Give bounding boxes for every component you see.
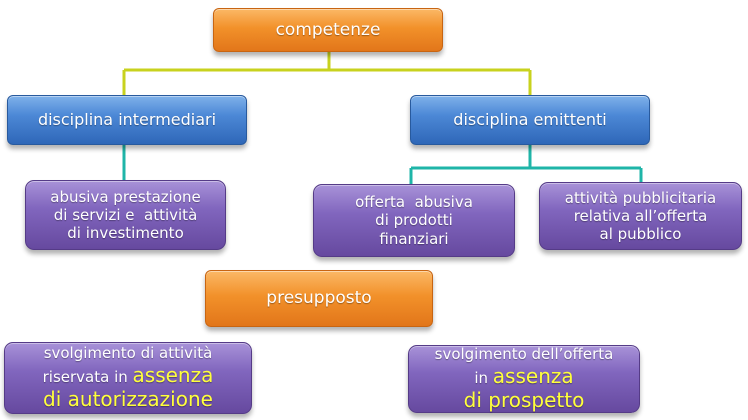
presupposto-box: presupposto — [205, 270, 433, 327]
abusiva-prestazione-line3: di investimento — [67, 224, 184, 243]
abusiva-prestazione-line1: abusiva prestazione — [50, 187, 201, 206]
svolgimento-offerta-line2-highlight: assenza — [492, 363, 574, 388]
attivita-pubblicitaria-line3: al pubblico — [599, 225, 682, 244]
attivita-pubblicitaria-line2: relativa all’offerta — [573, 206, 708, 225]
abusiva-prestazione-box: abusiva prestazione di servizi e attivit… — [25, 180, 226, 250]
svolgimento-attivita-box: svolgimento di attività riservata in ass… — [4, 342, 252, 414]
svolgimento-attivita-line1: svolgimento di attività — [43, 344, 213, 363]
offerta-abusiva-line3: finanziari — [379, 229, 449, 248]
svolgimento-attivita-line3-highlight: di autorizzazione — [43, 387, 213, 412]
svolgimento-offerta-line3-highlight: di prospetto — [463, 388, 585, 413]
abusiva-prestazione-line2: di servizi e attività — [53, 205, 198, 224]
svolgimento-offerta-box: svolgimento dell’offerta in assenza di p… — [408, 345, 640, 413]
attivita-pubblicitaria-line1: attività pubblicitaria — [564, 188, 717, 207]
attivita-pubblicitaria-box: attività pubblicitaria relativa all’offe… — [539, 182, 742, 250]
disciplina-emittenti-box: disciplina emittenti — [410, 95, 650, 145]
disciplina-intermediari-label: disciplina intermediari — [37, 110, 217, 130]
svolgimento-attivita-line2: riservata in assenza — [43, 363, 214, 387]
offerta-abusiva-box: offerta abusiva di prodotti finanziari — [313, 184, 515, 257]
svolgimento-attivita-line2-prefix: riservata in — [42, 367, 133, 386]
disciplina-emittenti-label: disciplina emittenti — [453, 110, 607, 130]
svolgimento-offerta-line2: in assenza — [435, 364, 614, 388]
svolgimento-offerta-line2-prefix: in — [474, 368, 493, 387]
disciplina-intermediari-box: disciplina intermediari — [7, 95, 247, 145]
presupposto-label: presupposto — [266, 288, 372, 309]
offerta-abusiva-line2: di prodotti — [375, 211, 453, 230]
competenze-box: competenze — [213, 8, 443, 52]
offerta-abusiva-line1: offerta abusiva — [355, 193, 473, 212]
competenze-label: competenze — [275, 19, 381, 40]
svolgimento-attivita-line2-highlight: assenza — [132, 362, 214, 387]
svolgimento-offerta-line1: svolgimento dell’offerta — [434, 345, 614, 364]
